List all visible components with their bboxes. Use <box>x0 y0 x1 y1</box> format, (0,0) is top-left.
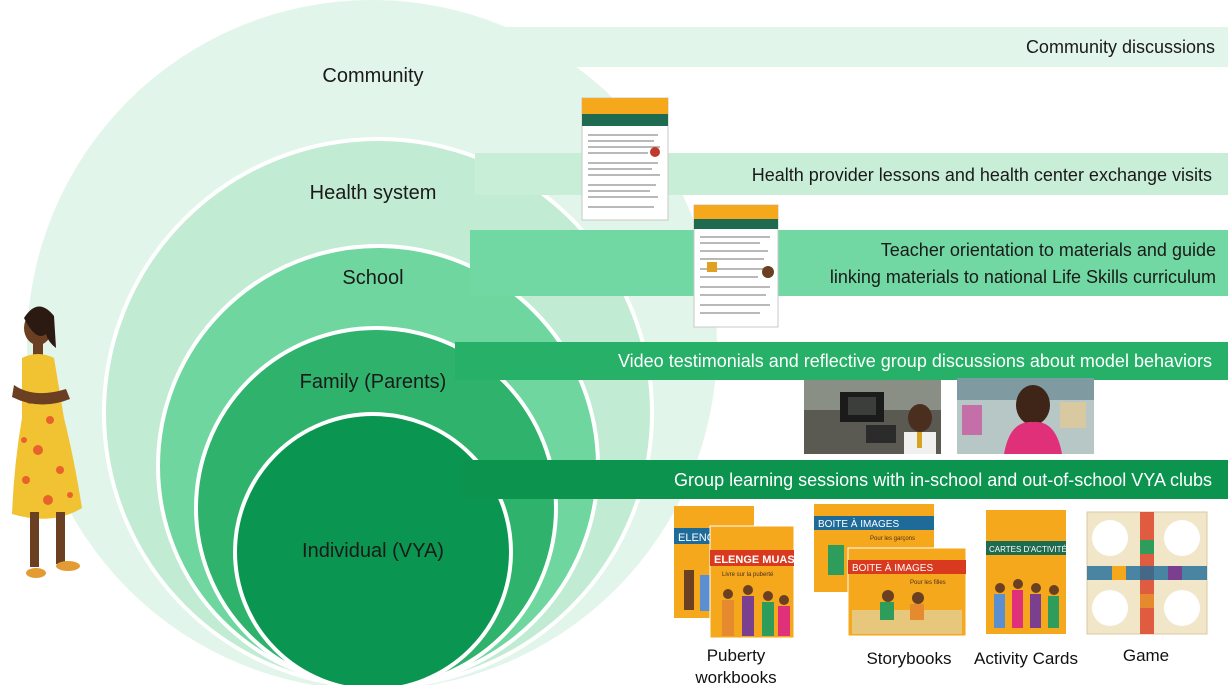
storybook-cover-title-a: BOITE À IMAGES <box>818 517 899 530</box>
activity-school-line1: Teacher orientation to materials and gui… <box>881 240 1216 260</box>
caption-puberty-line1: Puberty <box>706 646 766 665</box>
video-still-testimonial <box>957 378 1094 454</box>
caption-game: Game <box>1122 646 1170 665</box>
activity-health-system: Health provider lessons and health cente… <box>752 165 1212 185</box>
activity-school-line2: linking materials to national Life Skill… <box>830 267 1216 287</box>
activity-cards-cover: CARTES D'ACTIVITÉS <box>986 510 1072 634</box>
band-individual <box>460 460 1228 499</box>
level-label-community: Community <box>322 65 423 87</box>
caption-storybooks: Storybooks <box>866 649 952 668</box>
level-label-family: Family (Parents) <box>300 371 447 393</box>
health-provider-document <box>581 97 669 221</box>
puberty-workbooks-covers: ELENGE ELENGE MUASI Livre sur la puberté <box>674 506 798 639</box>
band-school <box>470 230 1228 296</box>
puberty-cover-title-b: ELENGE MUASI <box>714 554 798 566</box>
storybook-cover-title-b: BOITE À IMAGES <box>852 561 933 574</box>
caption-puberty-workbooks: Puberty workbooks <box>682 645 790 689</box>
storybook-cover-subtitle-a: Pour les garçons <box>870 536 915 542</box>
activity-cards-cover-title: CARTES D'ACTIVITÉS <box>989 545 1072 554</box>
level-label-school: School <box>342 267 403 289</box>
band-community <box>470 27 1228 67</box>
activity-community: Community discussions <box>1026 37 1215 57</box>
activity-individual: Group learning sessions with in-school a… <box>674 470 1212 490</box>
puberty-cover-subtitle: Livre sur la puberté <box>722 572 774 578</box>
teacher-guide-document <box>693 204 779 328</box>
activity-family: Video testimonials and reflective group … <box>618 351 1212 371</box>
caption-puberty-line2: workbooks <box>695 668 777 687</box>
storybook-cover-subtitle-b: Pour les filles <box>910 580 946 586</box>
activity-bands <box>455 27 1228 499</box>
storybooks-covers: BOITE À IMAGES Pour les garçons BOITE À … <box>814 504 967 637</box>
caption-activity-cards: Activity Cards <box>974 649 1078 668</box>
video-still-camera <box>804 380 941 454</box>
level-label-health-system: Health system <box>310 182 437 204</box>
ring-individual <box>233 412 513 685</box>
band-family <box>455 342 1228 380</box>
girl-illustration <box>12 306 82 578</box>
game-board <box>1086 511 1208 635</box>
level-label-individual: Individual (VYA) <box>302 540 444 562</box>
